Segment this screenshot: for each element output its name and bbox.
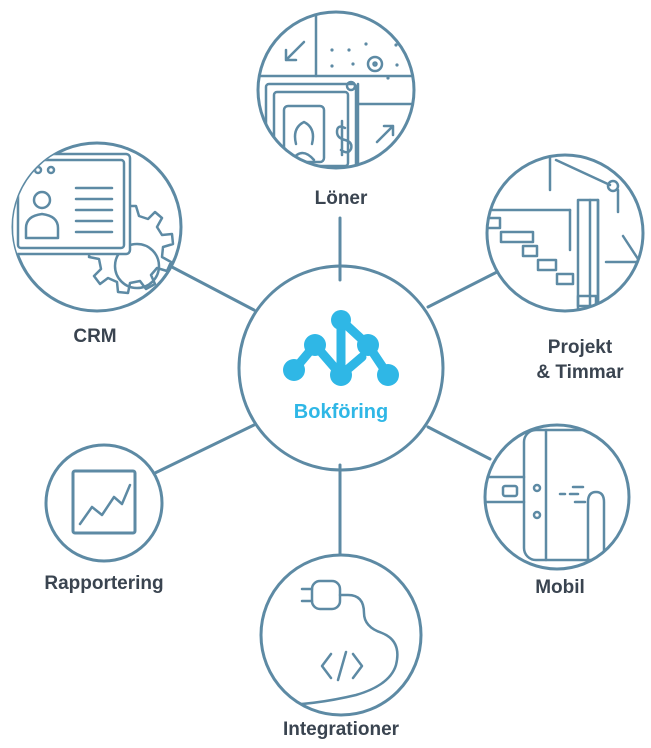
connector-crm [170, 265, 256, 312]
project-time-icon [485, 153, 645, 313]
center-circle [237, 264, 445, 472]
bokforing-logo-icon [283, 310, 399, 386]
connector-mobil [426, 425, 492, 461]
mobile-icon [483, 423, 631, 571]
node-label-projekt-line1: Projekt [547, 337, 613, 358]
node-label-crm: CRM [73, 326, 117, 347]
center-label: Bokföring [293, 401, 389, 423]
node-label-integrationer: Integrationer [282, 719, 400, 740]
node-label-projekt-line2: & Timmar [536, 362, 624, 383]
crm-icon [11, 141, 183, 313]
node-label-loner: Löner [314, 188, 368, 209]
payroll-icon [256, 10, 416, 170]
connector-rapportering [153, 423, 256, 475]
report-chart-icon [44, 443, 164, 563]
node-label-rapportering: Rapportering [44, 573, 164, 594]
integration-plug-icon [259, 553, 423, 717]
node-label-mobil: Mobil [535, 577, 585, 598]
connector-projekt [426, 270, 499, 309]
